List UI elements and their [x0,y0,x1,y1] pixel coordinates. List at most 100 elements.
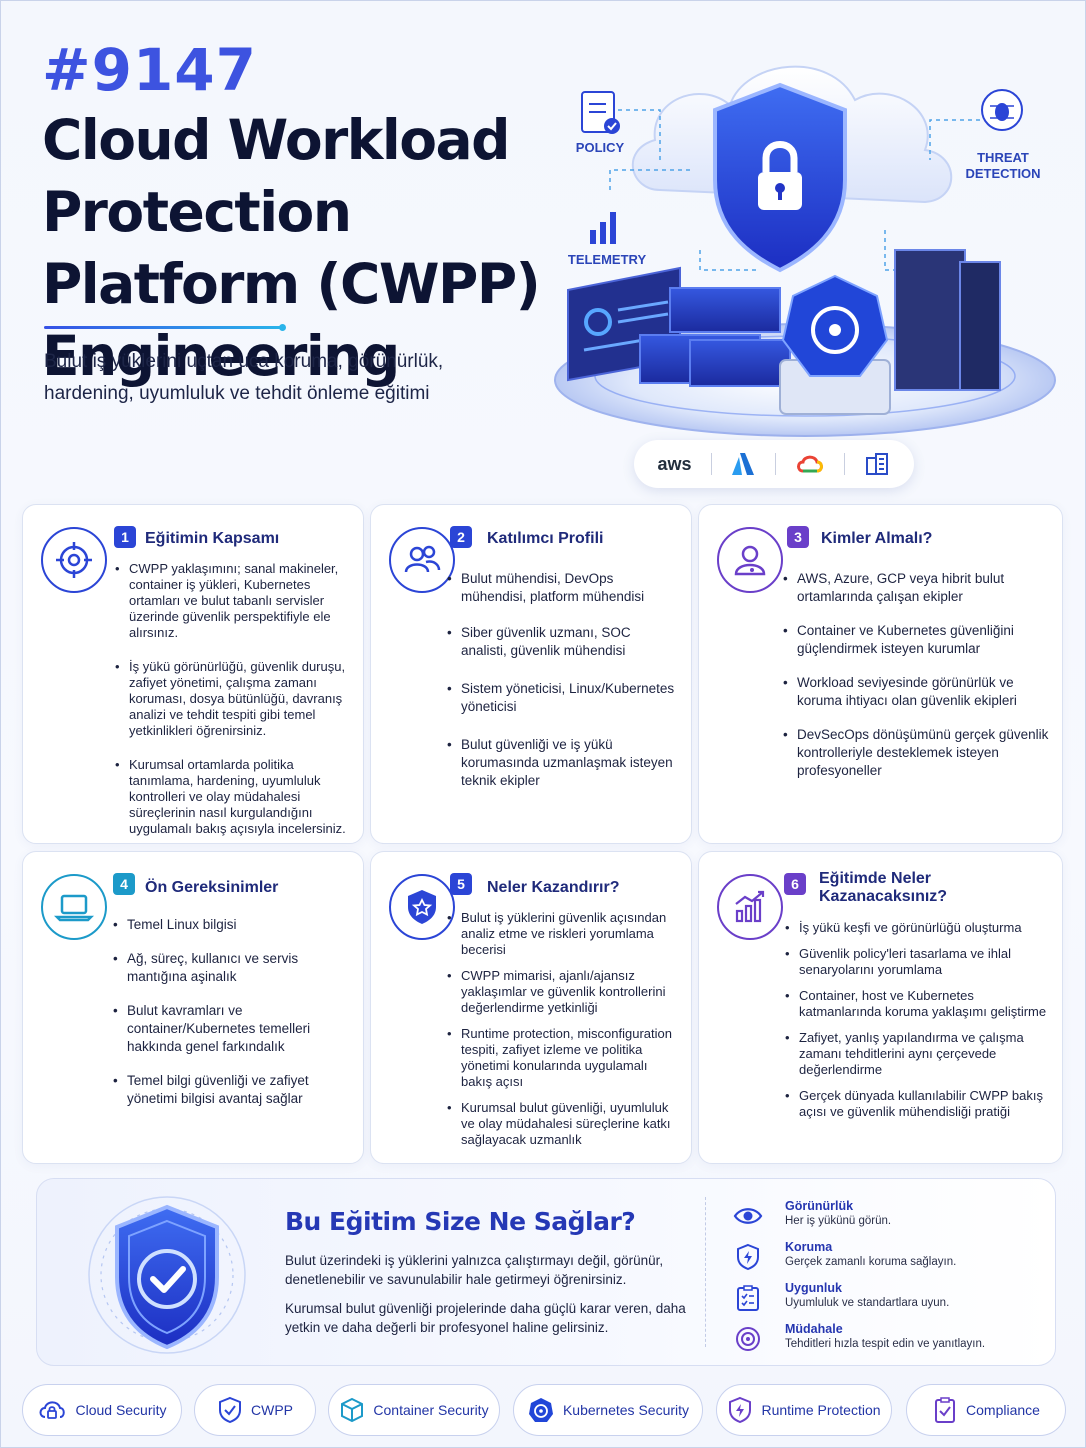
feature-response: Müdahale Tehditleri hızla tespit edin ve… [733,1322,1033,1358]
banner-title: Bu Eğitim Size Ne Sağlar? [285,1207,636,1236]
policy-label: POLICY [575,140,625,155]
card-participant-profile: 2 Katılımcı Profili Bulut mühendisi, Dev… [370,504,692,844]
logo-divider [844,453,846,475]
list-item: Gerçek dünyada kullanılabilir CWPP bakış… [785,1088,1053,1120]
feature-title: Görünürlük [785,1199,854,1213]
card-number: 4 [113,873,135,895]
list-item: DevSecOps dönüşümünü gerçek güvenlik kon… [783,726,1053,780]
title-underline [44,324,286,331]
logo-divider [710,453,712,475]
list-item: Temel Linux bilgisi [113,916,353,934]
cube-icon [341,1397,364,1423]
list-item: Bulut kavramları ve container/Kubernetes… [113,1002,353,1056]
cloud-provider-logos: aws [634,440,914,488]
shield-star-icon [389,874,455,940]
laptop-icon [41,874,107,940]
list-item: Runtime protection, misconfiguration tes… [447,1026,679,1090]
card-list: AWS, Azure, GCP veya hibrit bulut ortaml… [783,570,1053,780]
card-title: Katılımcı Profili [487,530,604,547]
target-icon [41,527,107,593]
aws-logo: aws [657,453,692,474]
card-list: İş yükü keşfi ve görünürlüğü oluşturma G… [785,920,1053,1120]
google-cloud-icon [797,455,824,473]
tag-runtime-protection[interactable]: Runtime Protection [716,1384,892,1436]
list-item: Ağ, süreç, kullanıcı ve servis mantığına… [113,950,353,986]
card-list: CWPP yaklaşımını; sanal makineler, conta… [115,561,359,837]
banner-divider [705,1197,706,1347]
card-prerequisites: 4 Ön Gereksinimler Temel Linux bilgisi A… [22,851,364,1164]
tag-label: Cloud Security [75,1402,167,1418]
list-item: Bulut mühendisi, DevOps mühendisi, platf… [447,570,679,606]
list-item: Temel bilgi güvenliği ve zafiyet yönetim… [113,1072,353,1108]
feature-title: Koruma [785,1240,833,1254]
shield-bolt-icon [729,1396,752,1424]
tag-cwpp[interactable]: CWPP [194,1384,316,1436]
feature-compliance: Uygunluk Uyumluluk ve standartlara uyun. [733,1281,1033,1317]
tag-kubernetes-security[interactable]: Kubernetes Security [513,1384,703,1436]
list-item: CWPP mimarisi, ajanlı/ajansız yaklaşımla… [447,968,679,1016]
user-icon [717,527,783,593]
feature-visibility: Görünürlük Her iş yükünü görün. [733,1199,1033,1235]
building-icon [866,453,889,475]
shield-check-icon [88,1196,246,1354]
card-list: Bulut iş yüklerini güvenlik açısından an… [447,910,679,1148]
cloud-lock-icon [39,1401,66,1419]
eye-icon [733,1201,763,1231]
tag-container-security[interactable]: Container Security [328,1384,500,1436]
card-title: Kimler Almalı? [821,530,933,547]
list-item: Container, host ve Kubernetes katmanları… [785,988,1053,1020]
list-item: Workload seviyesinde görünürlük ve korum… [783,674,1053,710]
page-subtitle: Bulut iş yüklerini uçtan uca koruma, gör… [44,351,444,404]
shield-check-icon [219,1396,241,1424]
card-what-it-provides: 5 Neler Kazandırır? Bulut iş yüklerini g… [370,851,692,1164]
list-item: Kurumsal bulut güvenliği, uyumluluk ve o… [447,1100,679,1148]
card-title: Ön Gereksinimler [145,879,279,896]
tag-label: Compliance [966,1402,1040,1418]
tag-label: CWPP [251,1402,293,1418]
card-number: 2 [450,526,472,548]
cloud-security-illustration [554,65,1056,437]
card-title: Eğitimde Neler Kazanacaksınız? [819,870,948,905]
card-list: Bulut mühendisi, DevOps mühendisi, platf… [447,570,679,790]
list-item: Container ve Kubernetes güvenliğini güçl… [783,622,1053,658]
clipboard-check-icon [935,1397,956,1423]
hero-illustration: POLICY TELEMETRY THREAT DETECTION aws [540,40,1070,490]
feature-desc: Gerçek zamanlı koruma sağlayın. [785,1256,957,1268]
target-icon [733,1324,763,1354]
feature-title: Uygunluk [785,1281,842,1295]
tag-label: Container Security [373,1402,489,1418]
tag-compliance[interactable]: Compliance [906,1384,1066,1436]
checklist-icon [733,1283,763,1313]
helm-icon [528,1398,553,1422]
list-item: Siber güvenlik uzmanı, SOC analisti, güv… [447,624,679,660]
card-number: 1 [114,526,136,548]
feature-desc: Her iş yükünü görün. [785,1215,892,1227]
shield-bolt-icon [733,1242,763,1272]
list-item: Güvenlik policy'leri tasarlama ve ihlal … [785,946,1053,978]
threat-detection-label: THREAT DETECTION [965,150,1041,181]
card-number: 5 [450,873,472,895]
tag-cloud-security[interactable]: Cloud Security [22,1384,182,1436]
growth-chart-icon [717,874,783,940]
logo-divider [775,453,777,475]
users-icon [389,527,455,593]
banner-paragraph: Kurumsal bulut güvenliği projelerinde da… [285,1301,686,1335]
feature-protection: Koruma Gerçek zamanlı koruma sağlayın. [733,1240,1033,1276]
card-title: Neler Kazandırır? [487,879,620,896]
banner-paragraph: Bulut üzerindeki iş yüklerini yalnızca ç… [285,1253,664,1287]
page-title: Cloud Workload Protection Platform (CWPP… [42,108,541,388]
tag-label: Runtime Protection [761,1402,881,1418]
telemetry-label: TELEMETRY [567,252,647,267]
list-item: AWS, Azure, GCP veya hibrit bulut ortaml… [783,570,1053,606]
list-item: CWPP yaklaşımını; sanal makineler, conta… [115,561,359,641]
list-item: İş yükü görünürlüğü, güvenlik duruşu, za… [115,659,359,739]
course-number: #9147 [42,36,258,104]
card-scope: 1 Eğitimin Kapsamı CWPP yaklaşımını; san… [22,504,364,844]
list-item: Sistem yöneticisi, Linux/Kubernetes yöne… [447,680,679,716]
list-item: Kurumsal ortamlarda politika tanımlama, … [115,757,359,837]
feature-title: Müdahale [785,1322,843,1336]
list-item: Zafiyet, yanlış yapılandırma ve çalışma … [785,1030,1053,1078]
list-item: Bulut güvenliği ve iş yükü korumasında u… [447,736,679,790]
card-who-should-attend: 3 Kimler Almalı? AWS, Azure, GCP veya hi… [698,504,1063,844]
feature-desc: Uyumluluk ve standartlara uyun. [785,1297,950,1309]
